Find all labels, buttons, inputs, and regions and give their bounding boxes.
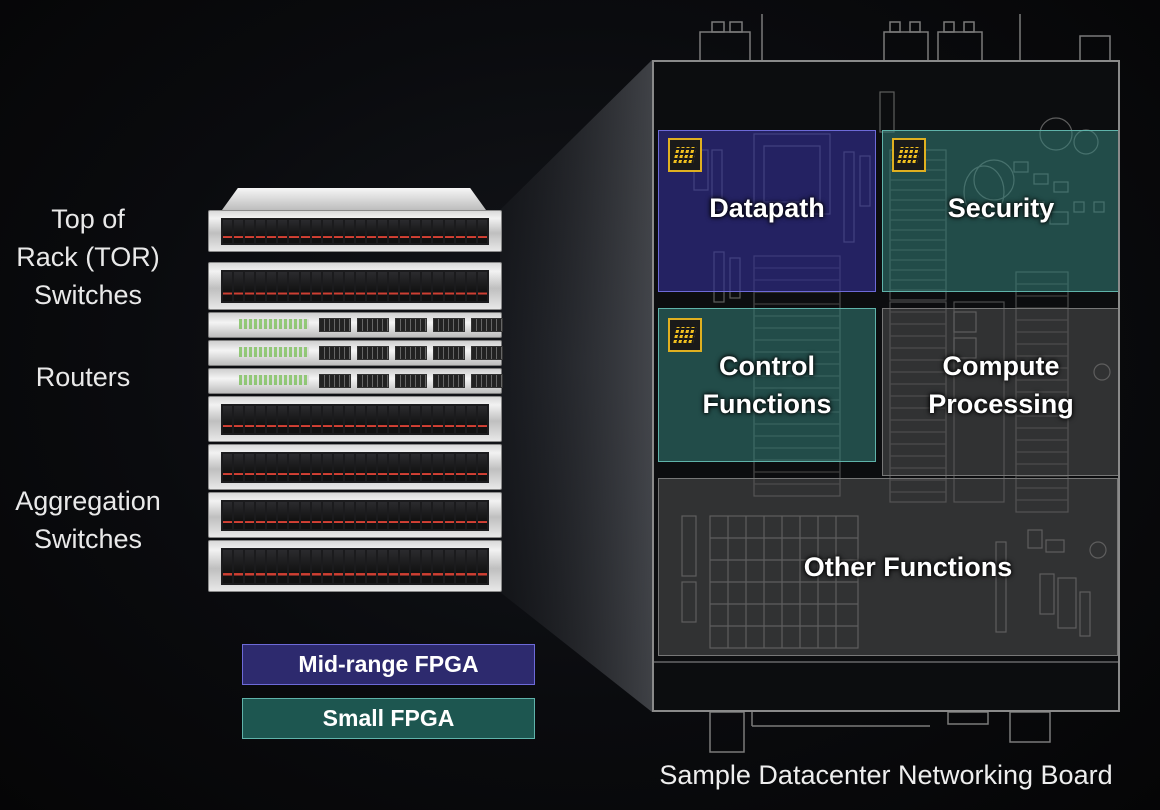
rack-top-cover bbox=[222, 188, 486, 210]
aggregation-switch-unit-4 bbox=[208, 540, 502, 592]
fpga-chip-icon-control bbox=[668, 318, 702, 352]
router-unit-2 bbox=[208, 340, 503, 366]
datapath-label: Datapath bbox=[709, 193, 825, 223]
tor-switch-unit-1 bbox=[208, 210, 502, 252]
other-functions-label: Other Functions bbox=[803, 552, 1013, 582]
control-functions-region: Control Functions bbox=[658, 308, 876, 462]
router-unit-1 bbox=[208, 312, 503, 338]
tor-switches-label: Top of Rack (TOR) Switches bbox=[16, 204, 160, 310]
networking-board: Datapath Security Control Functions Comp… bbox=[652, 60, 1120, 712]
tor-switch-unit-2 bbox=[208, 262, 502, 310]
control-functions-label: Control Functions bbox=[702, 351, 832, 419]
routers-label: Routers bbox=[35, 362, 131, 392]
aggregation-switch-unit-3 bbox=[208, 492, 502, 538]
legend-midrange-fpga: Mid-range FPGA bbox=[242, 644, 535, 685]
aggregation-switch-unit-2 bbox=[208, 444, 502, 490]
compute-processing-label: Compute Processing bbox=[928, 351, 1074, 419]
fpga-chip-icon-security bbox=[892, 138, 926, 172]
aggregation-switch-unit-1 bbox=[208, 396, 502, 442]
equipment-rack bbox=[206, 188, 503, 592]
security-label: Security bbox=[947, 193, 1055, 223]
aggregation-switches-label: Aggregation Switches bbox=[15, 486, 161, 554]
legend-small-fpga: Small FPGA bbox=[242, 698, 535, 739]
other-functions-region: Other Functions bbox=[658, 478, 1118, 656]
router-unit-3 bbox=[208, 368, 503, 394]
compute-processing-region: Compute Processing bbox=[882, 308, 1118, 476]
fpga-chip-icon-datapath bbox=[668, 138, 702, 172]
board-caption: Sample Datacenter Networking Board bbox=[659, 760, 1113, 790]
